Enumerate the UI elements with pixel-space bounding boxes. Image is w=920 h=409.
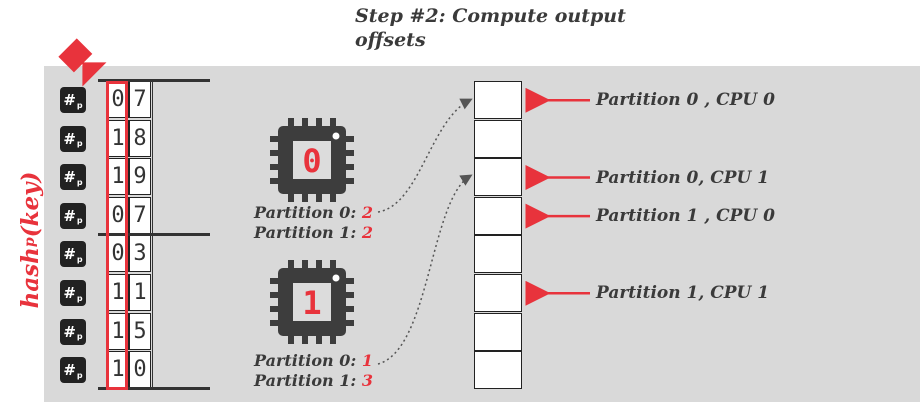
output-slot — [474, 81, 522, 119]
cpu-chip-icon: 1 — [270, 260, 354, 344]
key-digit-2: 7 — [129, 81, 151, 118]
offset-label: Partition 1 , CPU 0 — [596, 206, 776, 227]
key-digit-1: 0 — [107, 81, 129, 118]
hash-badge-icon: #p — [60, 357, 86, 384]
partition-count-line: Partition 0: 2 — [254, 203, 373, 222]
key-digit-1: 1 — [107, 274, 129, 311]
output-slot — [474, 235, 522, 274]
offset-label: Partition 1, CPU 1 — [596, 283, 770, 304]
offset-link-arrow-icon — [377, 174, 473, 365]
key-digit-2: 3 — [129, 235, 151, 273]
hash-badge-icon: #p — [60, 280, 86, 306]
highlight-column-rect — [106, 81, 128, 390]
output-slot — [474, 119, 522, 158]
hash-badge-icon: #p — [60, 318, 86, 345]
output-slot — [474, 312, 522, 351]
offset-label: Partition 0, CPU 1 — [596, 167, 770, 188]
key-digit-2: 5 — [129, 312, 151, 350]
key-digit-1: 0 — [107, 196, 129, 234]
key-digit-2: 0 — [129, 351, 151, 389]
output-slot — [474, 274, 522, 312]
hash-badge-icon: #p — [60, 241, 86, 268]
cpu-id-label: 1 — [302, 284, 321, 322]
key-digit-2: 8 — [129, 119, 151, 157]
partition-divider-line — [98, 387, 210, 390]
key-digit-1: 1 — [107, 158, 129, 196]
offset-link-arrow-icon — [377, 98, 473, 213]
partition-divider-line — [98, 79, 210, 82]
partition-count-line: Partition 0: 1 — [254, 351, 373, 370]
key-digit-2: 1 — [129, 274, 151, 311]
offset-label: Partition 0 , CPU 0 — [596, 90, 776, 111]
key-digit-2: 9 — [129, 158, 151, 196]
key-digit-1: 1 — [107, 351, 129, 389]
partition-divider-line — [98, 233, 210, 236]
key-digit-2: 7 — [129, 196, 151, 234]
output-slot — [474, 158, 522, 197]
column-edge-line — [152, 81, 153, 389]
output-slot — [474, 351, 522, 390]
cpu-chip-icon: 0 — [270, 118, 354, 202]
pointer-arrow-icon — [58, 38, 107, 87]
hash-badge-icon: #p — [60, 164, 86, 191]
partition-count-line: Partition 1: 2 — [254, 223, 373, 242]
partition-count-line: Partition 1: 3 — [254, 371, 373, 390]
cpu-id-label: 0 — [302, 142, 321, 180]
slide-title: Step #2: Compute output offsets — [355, 5, 626, 51]
hash-badge-icon: #p — [60, 87, 86, 113]
key-digit-1: 0 — [107, 235, 129, 273]
hash-badge-icon: #p — [60, 202, 86, 229]
output-slot — [474, 196, 522, 235]
hash-badge-icon: #p — [60, 125, 86, 152]
